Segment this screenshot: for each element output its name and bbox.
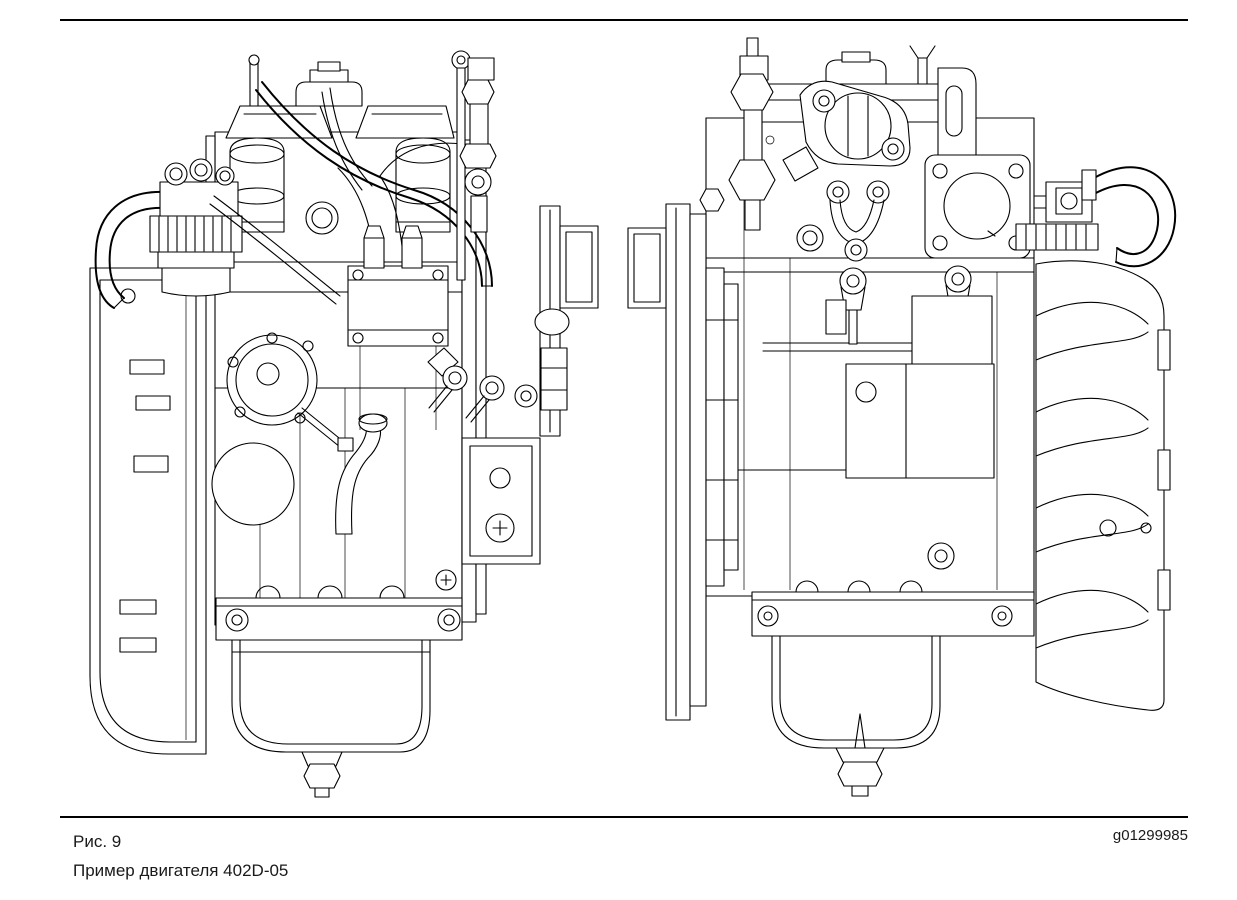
backplate [627,188,725,721]
engine-side-view-illustration [89,50,599,798]
thermostat-housing [782,80,911,262]
heater-and-hose [1015,166,1177,268]
oil-pan [231,639,431,798]
injection-pump [347,225,449,430]
starter-motor [762,265,995,624]
fuel-inlet-fittings [728,37,776,231]
intake-flange [924,154,1031,259]
oil-pan-front [771,635,941,797]
timing-cover [211,413,388,535]
head-canisters [229,137,451,235]
top-rule [60,19,1188,21]
fuel-filter [94,135,243,309]
figure-label: Рис. 9 [73,832,122,851]
figure-image-id: g01299985 [1112,827,1188,844]
injectors [427,347,538,423]
flywheel-housing [89,267,207,755]
fuel-lines [209,81,493,305]
engine-front-view-illustration [627,37,1177,797]
fittings-and-brackets [451,50,599,565]
crankcase-rail-front [751,580,1035,637]
bottom-rule [60,816,1188,818]
figure-caption: Пример двигателя 402D-05 [73,861,289,880]
front-plates [705,267,739,587]
exhaust-manifold [1035,260,1171,711]
governor-cover [226,332,354,452]
